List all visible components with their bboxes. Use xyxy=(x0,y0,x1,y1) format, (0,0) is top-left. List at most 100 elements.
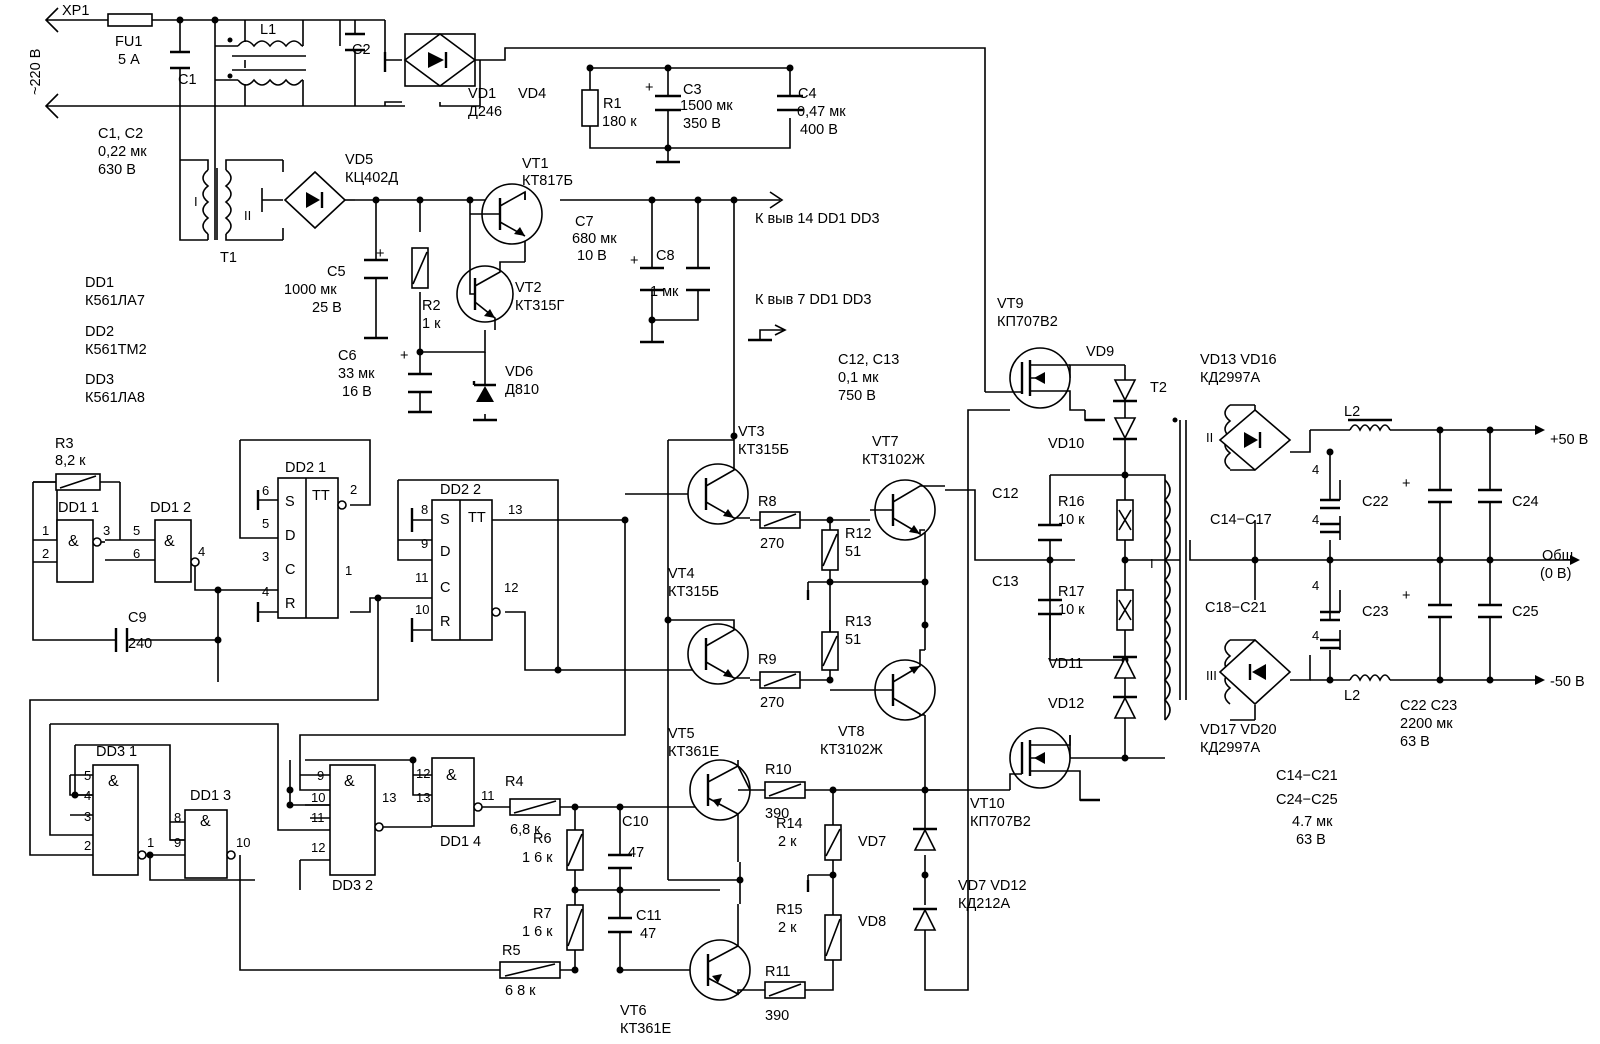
pin-number: 5 xyxy=(262,516,269,531)
label-c8: C8 xyxy=(656,248,675,264)
label-l2-top: L2 xyxy=(1344,404,1360,420)
label-c5-value: 1000 мк xyxy=(284,282,337,298)
label-r9-value: 270 xyxy=(760,695,784,711)
label-r7: R7 xyxy=(533,906,552,922)
label-c6-voltage: 16 В xyxy=(342,384,372,400)
label-c7: C7 xyxy=(575,214,594,230)
pin-number: 9 xyxy=(421,536,428,551)
label-vd6-type: Д810 xyxy=(505,382,539,398)
label-t1-winding-i: I xyxy=(194,194,198,209)
label-l2-bottom: L2 xyxy=(1344,688,1360,704)
label-vt5-type: КТ361Е xyxy=(668,744,719,760)
label-dd2-1: DD2 1 xyxy=(285,460,326,476)
label-r7-value: 1 6 к xyxy=(522,924,553,940)
label-vd17-type: КД2997А xyxy=(1200,740,1261,756)
capacitor-c13 xyxy=(1038,598,1062,640)
label-voltage-in: ~220 В xyxy=(28,49,44,95)
label-vt10-type: КП707В2 xyxy=(970,814,1031,830)
label-c5: C5 xyxy=(327,264,346,280)
label-c4-value: 0,47 мк xyxy=(797,104,846,120)
arrow-to-pin7 xyxy=(774,324,787,336)
label-vd6: VD6 xyxy=(505,364,533,380)
label-c14-c21: C14−C21 xyxy=(1276,768,1338,784)
pin-number: 4 xyxy=(198,544,205,559)
label-vd17-vd20: VD17 VD20 xyxy=(1200,722,1277,738)
label-r14-value: 2 к xyxy=(778,834,797,850)
pin-number: 8 xyxy=(174,810,181,825)
label-vd1-type: Д246 xyxy=(468,104,502,120)
svg-text:+: + xyxy=(645,80,653,96)
label-c5-plus: + xyxy=(376,246,384,262)
label-fu1: FU1 xyxy=(115,34,142,50)
gate-dd1-1 xyxy=(56,519,105,583)
pin-number: 6 xyxy=(133,546,140,561)
label-c10-value: 47 xyxy=(628,845,644,861)
label-c6-value: 33 мк xyxy=(338,366,375,382)
label-c7-value: 680 мк xyxy=(572,231,617,247)
pin-number: 9 xyxy=(317,768,324,783)
label-vt3: VT3 xyxy=(738,424,765,440)
label-c1: C1 xyxy=(178,72,197,88)
pin-number: 13 xyxy=(416,790,430,805)
pin-number: 8 xyxy=(421,502,428,517)
label-r4: R4 xyxy=(505,774,524,790)
label-cap-mark: 4 xyxy=(1312,578,1319,593)
label-vd12: VD12 xyxy=(1048,696,1084,712)
label-r16-value: 10 к xyxy=(1058,512,1085,528)
labels: XP1 ~220 В FU1 5 А C1 L1 C2 C1, C2 0,22 … xyxy=(28,3,1588,1037)
label-r6: R6 xyxy=(533,831,552,847)
sym-tt-dd2-2: TT xyxy=(468,510,486,526)
diode-vd8 xyxy=(913,907,937,931)
resistor-r1 xyxy=(581,89,599,127)
label-c22: C22 xyxy=(1362,494,1389,510)
label-c22-plus: + xyxy=(1402,476,1410,492)
label-c1c2-voltage: 630 В xyxy=(98,162,136,178)
label-vd7: VD7 xyxy=(858,834,886,850)
bridge-vd1-vd4 xyxy=(383,33,477,87)
ground-symbol xyxy=(1080,418,1105,802)
label-c8-value: 1 мк xyxy=(650,284,679,300)
label-vt7: VT7 xyxy=(872,434,899,450)
label-c25: C25 xyxy=(1512,604,1539,620)
label-r8: R8 xyxy=(758,494,777,510)
label-c22-c23-voltage: 63 В xyxy=(1400,734,1430,750)
label-r3: R3 xyxy=(55,436,74,452)
label-c6: C6 xyxy=(338,348,357,364)
diode-vd10 xyxy=(1113,417,1137,441)
label-vd7-vd12-type: КД212А xyxy=(958,896,1010,912)
pin-number: 10 xyxy=(311,790,325,805)
pin-number: 1 xyxy=(345,563,352,578)
sym-and-dd1-3: & xyxy=(200,813,211,830)
label-small-caps-value: 4.7 мк xyxy=(1292,814,1333,830)
label-c11: C11 xyxy=(636,908,662,924)
label-r12-value: 51 xyxy=(845,544,861,560)
label-c1c2-value: 0,22 мк xyxy=(98,144,147,160)
label-c7-voltage: 10 В xyxy=(577,248,607,264)
label-minus50: -50 В xyxy=(1550,674,1585,690)
label-plus50: +50 В xyxy=(1550,432,1588,448)
pin-number: 5 xyxy=(133,523,140,538)
label-to-pin7: К выв 7 DD1 DD3 xyxy=(755,292,871,308)
pin-number: 4 xyxy=(262,584,269,599)
pin-number: 6 xyxy=(262,483,269,498)
sym-r-dd2-2: R xyxy=(440,614,450,630)
choke-l2-top xyxy=(1348,418,1392,432)
label-dd1-1: DD1 1 xyxy=(58,500,99,516)
label-vd9: VD9 xyxy=(1086,344,1114,360)
pin-number: 11 xyxy=(415,570,429,585)
label-c24-c25: C24−C25 xyxy=(1276,792,1338,808)
label-vt4-type: КТ315Б xyxy=(668,584,719,600)
label-c4: C4 xyxy=(798,86,817,102)
label-common: Общ xyxy=(1542,548,1574,564)
sym-and-dd3-1: & xyxy=(108,773,119,790)
pin-number: 3 xyxy=(103,523,110,538)
gate-dd1-3 xyxy=(170,809,236,879)
label-vt1-type: КТ817Б xyxy=(522,173,573,189)
transistor-vt7 xyxy=(870,479,945,541)
choke-l2-bottom xyxy=(1349,674,1391,682)
pin-number: 9 xyxy=(174,835,181,850)
capacitor-c8 xyxy=(686,266,710,292)
label-t2-winding-i: I xyxy=(1150,556,1154,571)
label-r15-value: 2 к xyxy=(778,920,797,936)
capacitor-c2 xyxy=(345,32,365,80)
